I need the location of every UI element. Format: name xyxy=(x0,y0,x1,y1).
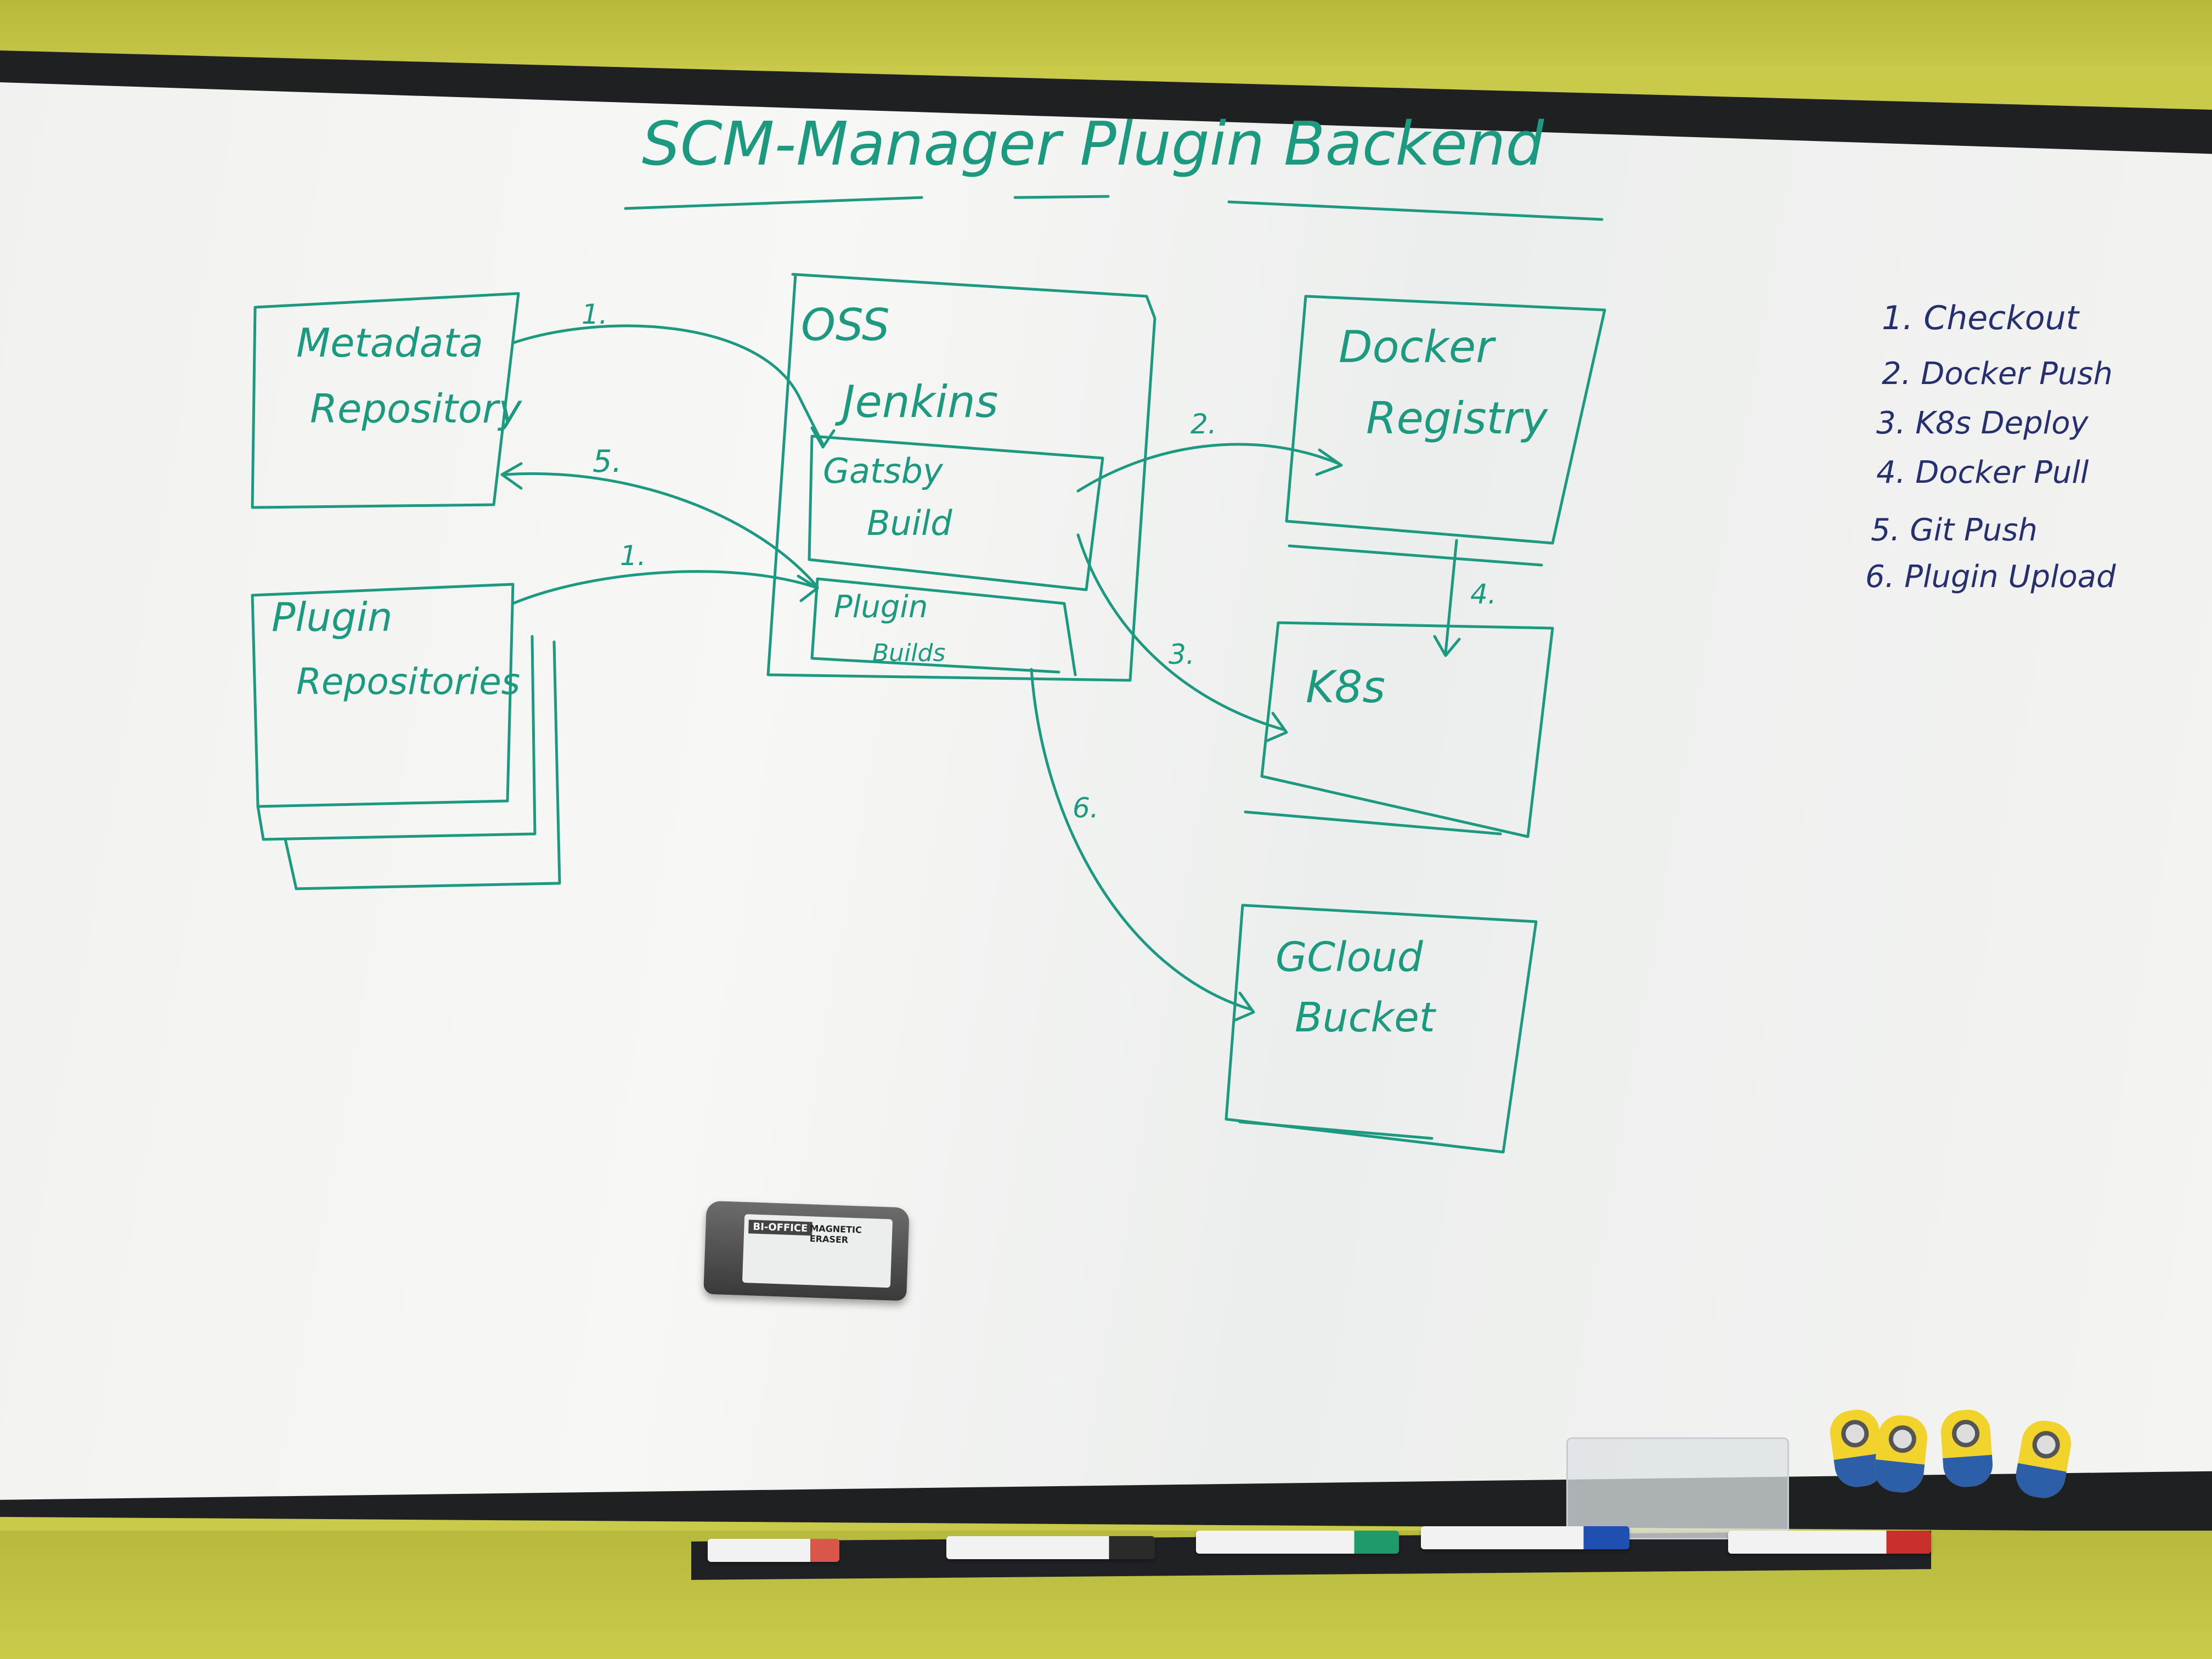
gcloud-bucket-underline xyxy=(1238,1120,1434,1140)
legend-item-1: 1. Checkout xyxy=(1882,299,2080,337)
oss-jenkins-box xyxy=(766,273,1156,682)
eraser-brand: BI-OFFICE xyxy=(748,1220,812,1236)
arrowhead-docker-pull xyxy=(1433,635,1461,657)
plugin-repositories-box xyxy=(251,583,515,808)
arrowhead-plugin-upload xyxy=(1233,991,1255,1022)
marker-4 xyxy=(1421,1526,1629,1549)
legend-item-5: 5. Git Push xyxy=(1871,512,2038,548)
arrowhead-docker-push xyxy=(1315,448,1343,476)
marker-3 xyxy=(1196,1531,1399,1554)
docker-registry-label-2: Registry xyxy=(1366,393,1549,444)
legend-item-6: 6. Plugin Upload xyxy=(1865,559,2116,595)
arrow-label-k8s-deploy: 3. xyxy=(1169,639,1195,670)
arrow-checkout-metadata xyxy=(511,324,825,446)
gatsby-build-label-1: Gatsby xyxy=(823,451,944,491)
minion-sticker-3 xyxy=(1939,1408,1994,1488)
legend-item-4: 4. Docker Pull xyxy=(1876,455,2089,490)
arrowhead-checkout-metadata xyxy=(810,426,836,449)
arrowhead-checkout-plugins xyxy=(797,574,819,602)
plugin-repositories-label-2: Repositories xyxy=(296,661,520,703)
docker-registry-label-1: Docker xyxy=(1339,321,1497,373)
diagram-title: SCM-Manager Plugin Backend xyxy=(642,109,1544,179)
wall-top xyxy=(0,0,2212,66)
k8s-box xyxy=(1260,621,1554,838)
arrow-docker-pull xyxy=(1444,539,1458,654)
arrowhead-k8s-deploy xyxy=(1266,712,1288,742)
k8s-label: K8s xyxy=(1306,662,1385,713)
arrow-k8s-deploy xyxy=(1076,533,1285,731)
oss-jenkins-label-1: OSS xyxy=(801,300,890,351)
plugin-repositories-label-1: Plugin xyxy=(272,594,392,640)
plugin-repositories-stack-2 xyxy=(284,640,561,890)
marker-5 xyxy=(1728,1531,1931,1554)
gatsby-build-box xyxy=(808,435,1104,591)
gcloud-bucket-label-1: GCloud xyxy=(1276,934,1424,981)
gcloud-bucket-label-2: Bucket xyxy=(1295,994,1437,1041)
arrow-label-git-push: 5. xyxy=(592,444,622,479)
arrow-label-docker-push: 2. xyxy=(1190,408,1217,440)
arrow-label-checkout-plugins: 1. xyxy=(620,540,646,572)
arrow-label-plugin-upload: 6. xyxy=(1073,792,1099,824)
metadata-repository-label-2: Repository xyxy=(310,386,522,432)
docker-registry-box xyxy=(1285,295,1606,545)
arrow-label-docker-pull: 4. xyxy=(1470,578,1497,610)
docker-registry-underline xyxy=(1288,544,1543,567)
arrow-git-push xyxy=(503,472,819,589)
marker-box xyxy=(1566,1437,1789,1539)
legend-item-2: 2. Docker Push xyxy=(1882,356,2113,392)
oss-jenkins-label-2: Jenkins xyxy=(834,376,998,427)
arrow-plugin-upload xyxy=(1030,668,1252,1011)
legend-item-3: 3. K8s Deploy xyxy=(1876,405,2089,441)
marker-2 xyxy=(946,1536,1155,1559)
plugin-builds-label-2: Builds xyxy=(872,639,945,667)
arrow-checkout-plugins xyxy=(511,570,816,605)
metadata-repository-label-1: Metadata xyxy=(296,320,483,366)
arrowhead-git-push xyxy=(500,462,523,490)
arrow-docker-push xyxy=(1076,443,1340,493)
marker-1 xyxy=(708,1539,839,1562)
plugin-repositories-stack-1 xyxy=(256,635,537,841)
eraser-title: MAGNETIC ERASER xyxy=(809,1223,862,1245)
gcloud-bucket-box xyxy=(1224,904,1538,1154)
arrow-label-checkout-metadata: 1. xyxy=(582,298,608,330)
gatsby-build-label-2: Build xyxy=(867,503,952,543)
marker-1-body xyxy=(708,1539,839,1562)
plugin-builds-label-1: Plugin xyxy=(834,589,928,625)
plugin-builds-box xyxy=(810,577,1077,676)
whiteboard-surface xyxy=(0,82,2212,1500)
eraser-label: BI-OFFICE MAGNETIC ERASER xyxy=(742,1214,893,1288)
title-underline xyxy=(624,195,1604,221)
metadata-repository-box xyxy=(251,292,520,509)
k8s-underline xyxy=(1244,810,1502,836)
magnetic-eraser: BI-OFFICE MAGNETIC ERASER xyxy=(703,1200,910,1301)
